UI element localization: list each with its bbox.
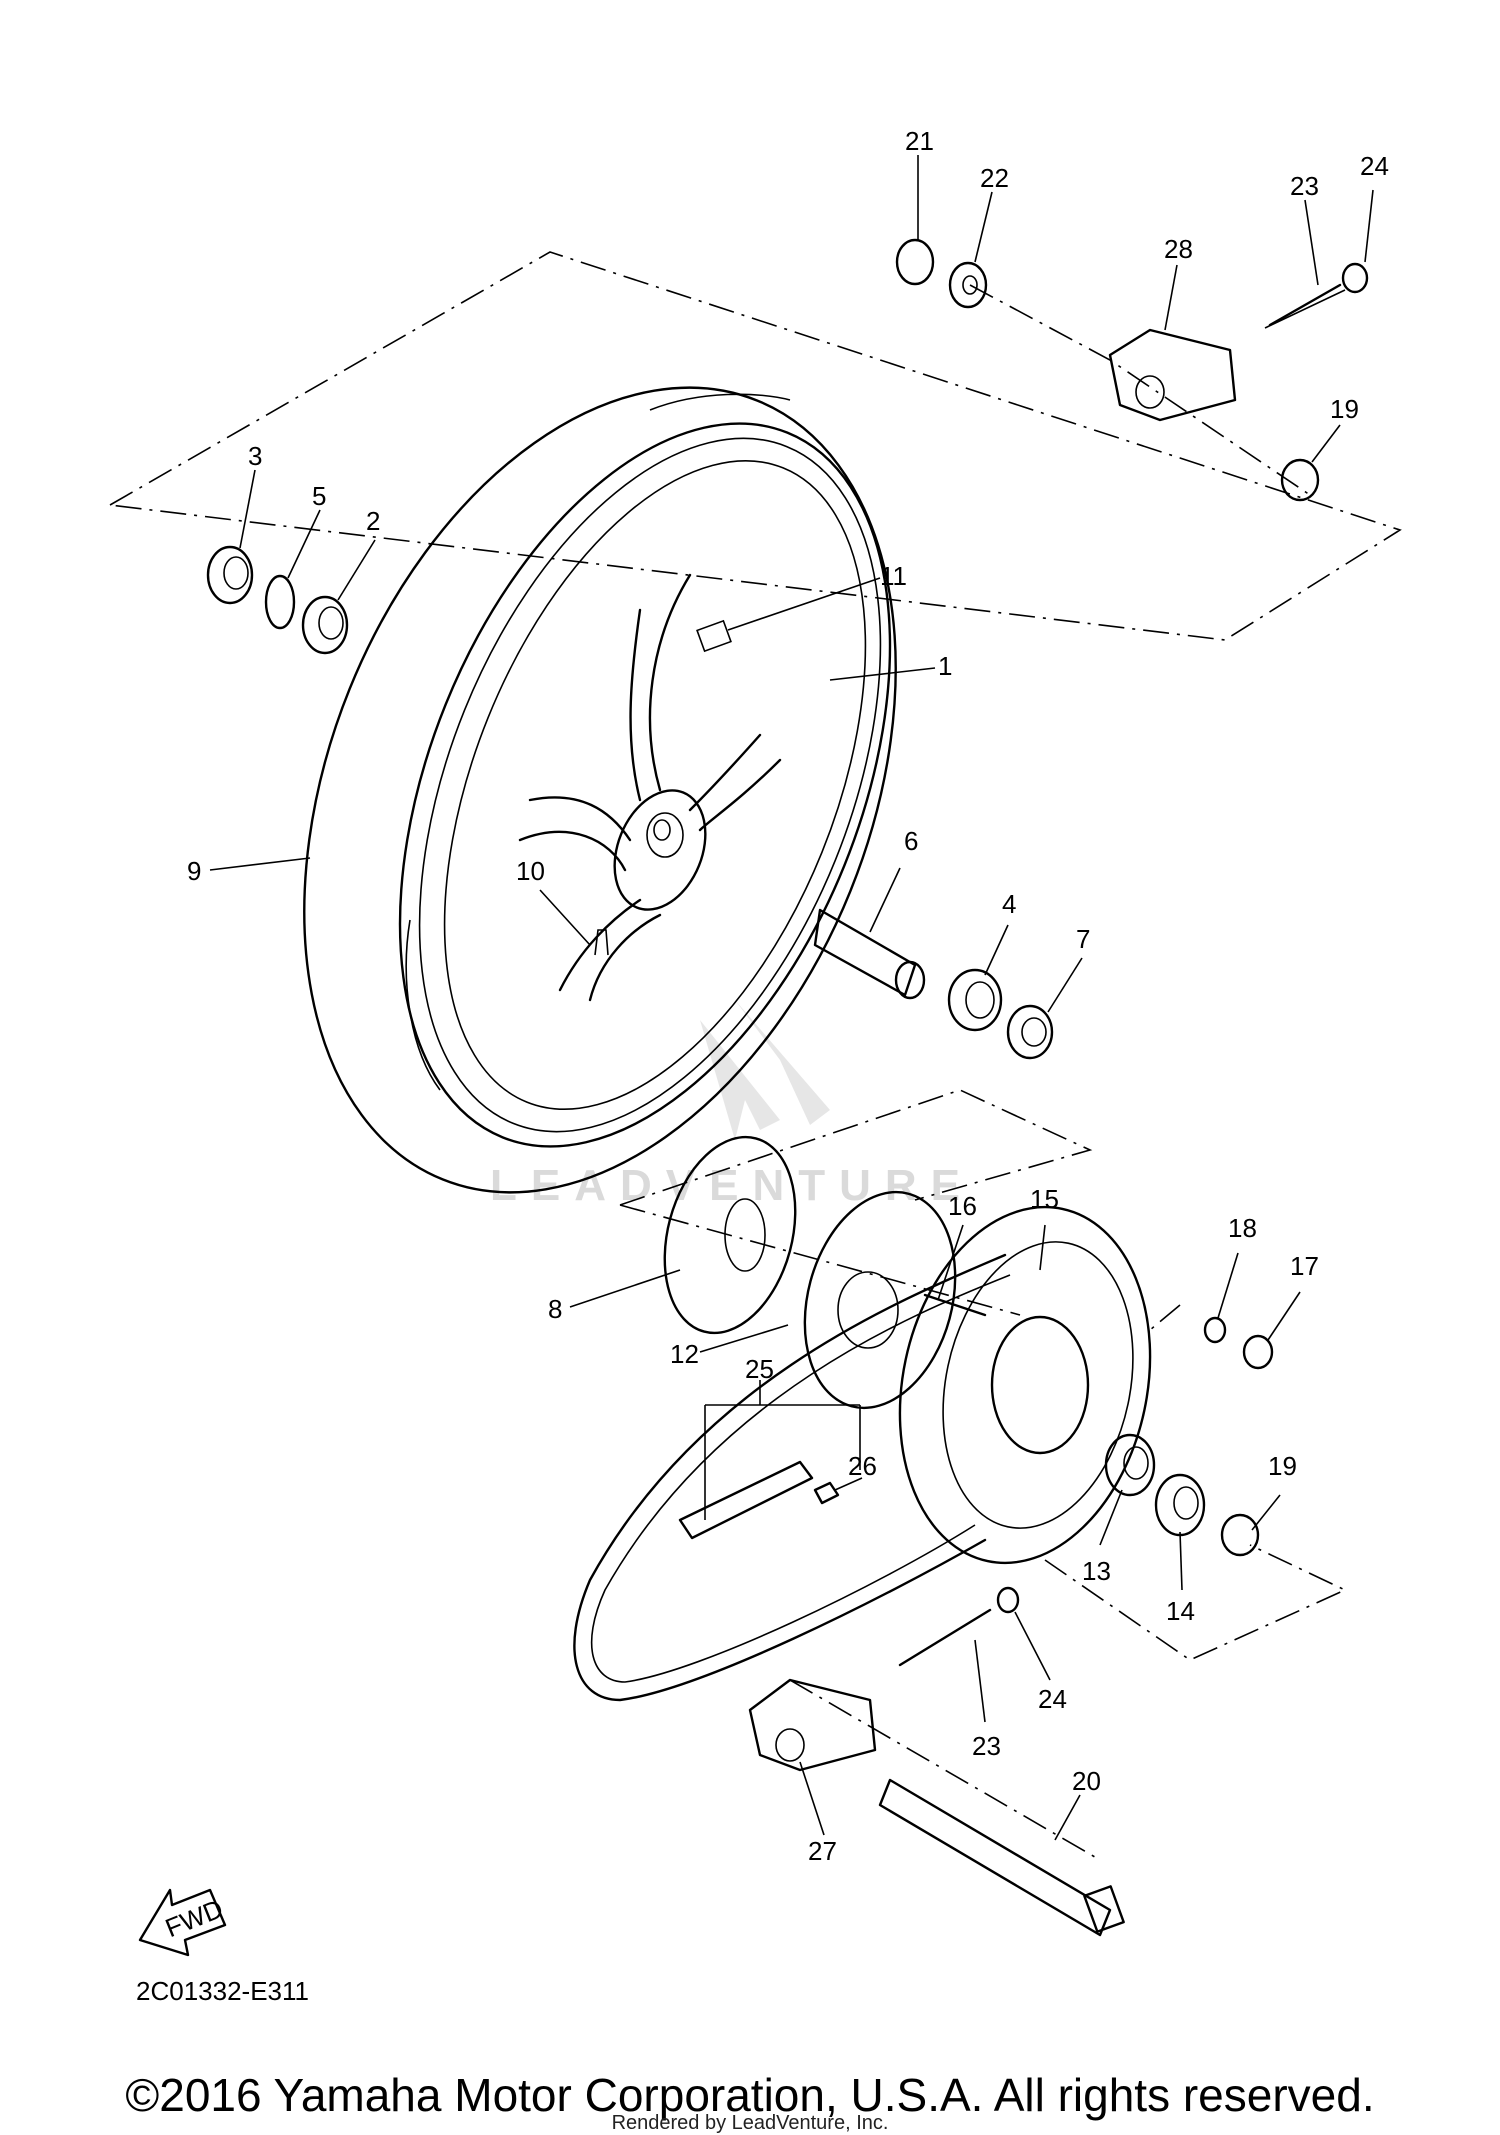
assembly-outlines: [107, 251, 1402, 1861]
sprocket-bearings: [1104, 1316, 1274, 1557]
callout-5: 5: [312, 481, 326, 511]
chain-joint: [678, 1460, 840, 1540]
diagram-code: 2C01332-E311: [136, 1976, 309, 2006]
clutch-hub-assembly: [663, 1135, 987, 1410]
callout-25: 25: [745, 1354, 774, 1384]
callout-4: 4: [1002, 889, 1016, 919]
callout-18: 18: [1228, 1213, 1257, 1243]
callout-28: 28: [1164, 234, 1193, 264]
callout-19b: 19: [1268, 1451, 1297, 1481]
callout-11: 11: [880, 561, 907, 591]
callout-21: 21: [905, 126, 934, 156]
callout-14: 14: [1166, 1596, 1195, 1626]
callout-6: 6: [904, 826, 918, 856]
callout-8: 8: [548, 1294, 562, 1324]
callout-7: 7: [1076, 924, 1090, 954]
fwd-arrow: FWD: [138, 1888, 227, 1957]
right-chain-adjuster: [895, 238, 1369, 502]
callout-22: 22: [980, 163, 1009, 193]
axle-collars: [813, 908, 1054, 1060]
copyright-notice: ©2016 Yamaha Motor Corporation, U.S.A. A…: [125, 2069, 1375, 2121]
callout-26: 26: [848, 1451, 877, 1481]
callout-9: 9: [187, 856, 201, 886]
callout-13: 13: [1082, 1556, 1111, 1586]
drive-chain: [573, 1253, 1011, 1702]
callout-labels: 21 22 23 24 28 19 3 5 2 11 1 9 10 6 4 7 …: [187, 126, 1389, 1866]
callout-19: 19: [1330, 394, 1359, 424]
rear-axle: [878, 1778, 1125, 1937]
callout-2: 2: [366, 506, 380, 536]
callout-27: 27: [808, 1836, 837, 1866]
leader-lines: [209, 155, 1374, 1841]
callout-23b: 23: [972, 1731, 1001, 1761]
callout-16: 16: [948, 1191, 977, 1221]
callout-24b: 24: [1038, 1684, 1067, 1714]
callout-10: 10: [516, 856, 545, 886]
callout-1: 1: [938, 651, 952, 681]
callout-17: 17: [1290, 1251, 1319, 1281]
rear-sprocket: [898, 1205, 1152, 1565]
rendered-by-credit: Rendered by LeadVenture, Inc.: [611, 2112, 889, 2134]
callout-23: 23: [1290, 171, 1319, 201]
callout-3: 3: [248, 441, 262, 471]
callout-15: 15: [1030, 1184, 1059, 1214]
callout-12: 12: [670, 1339, 699, 1369]
callout-20: 20: [1072, 1766, 1101, 1796]
rear-wheel-tire: [303, 386, 897, 1194]
left-bearings: [206, 545, 349, 655]
left-chain-adjuster: [748, 1586, 1020, 1772]
callout-24: 24: [1360, 151, 1389, 181]
